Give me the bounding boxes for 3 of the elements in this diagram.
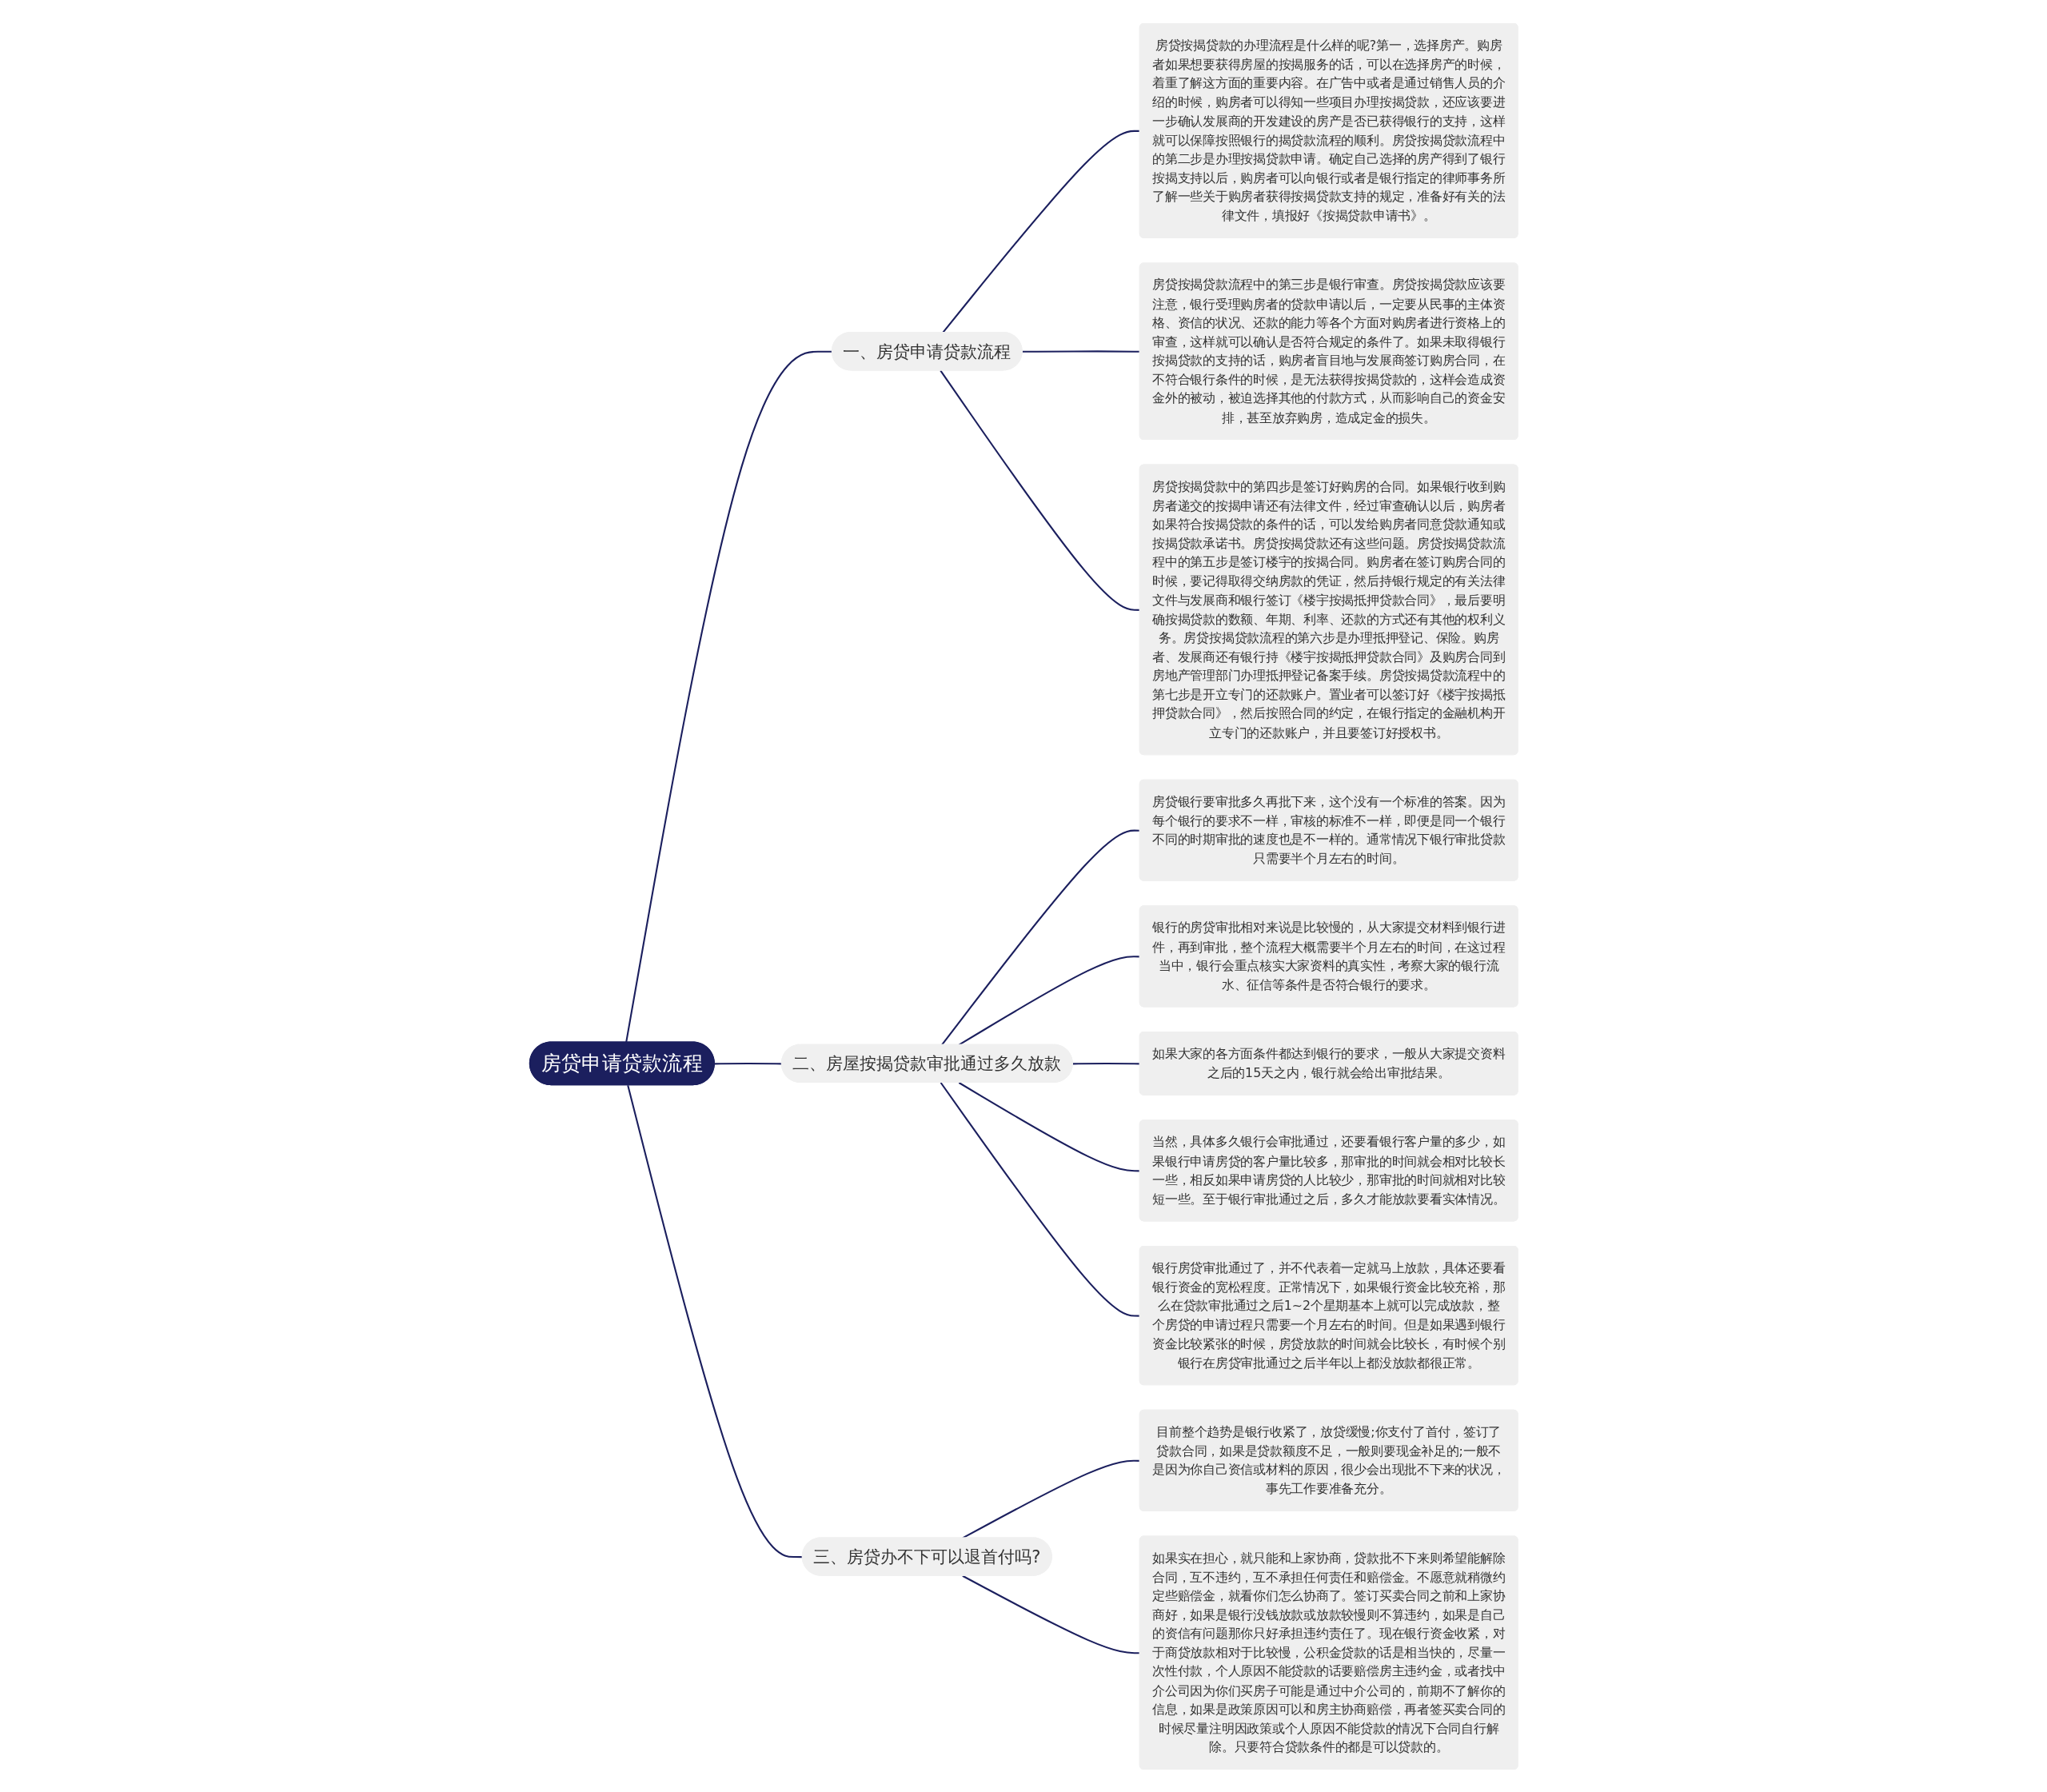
connector — [714, 1062, 782, 1064]
connector — [624, 350, 832, 1043]
connector — [626, 1084, 803, 1558]
